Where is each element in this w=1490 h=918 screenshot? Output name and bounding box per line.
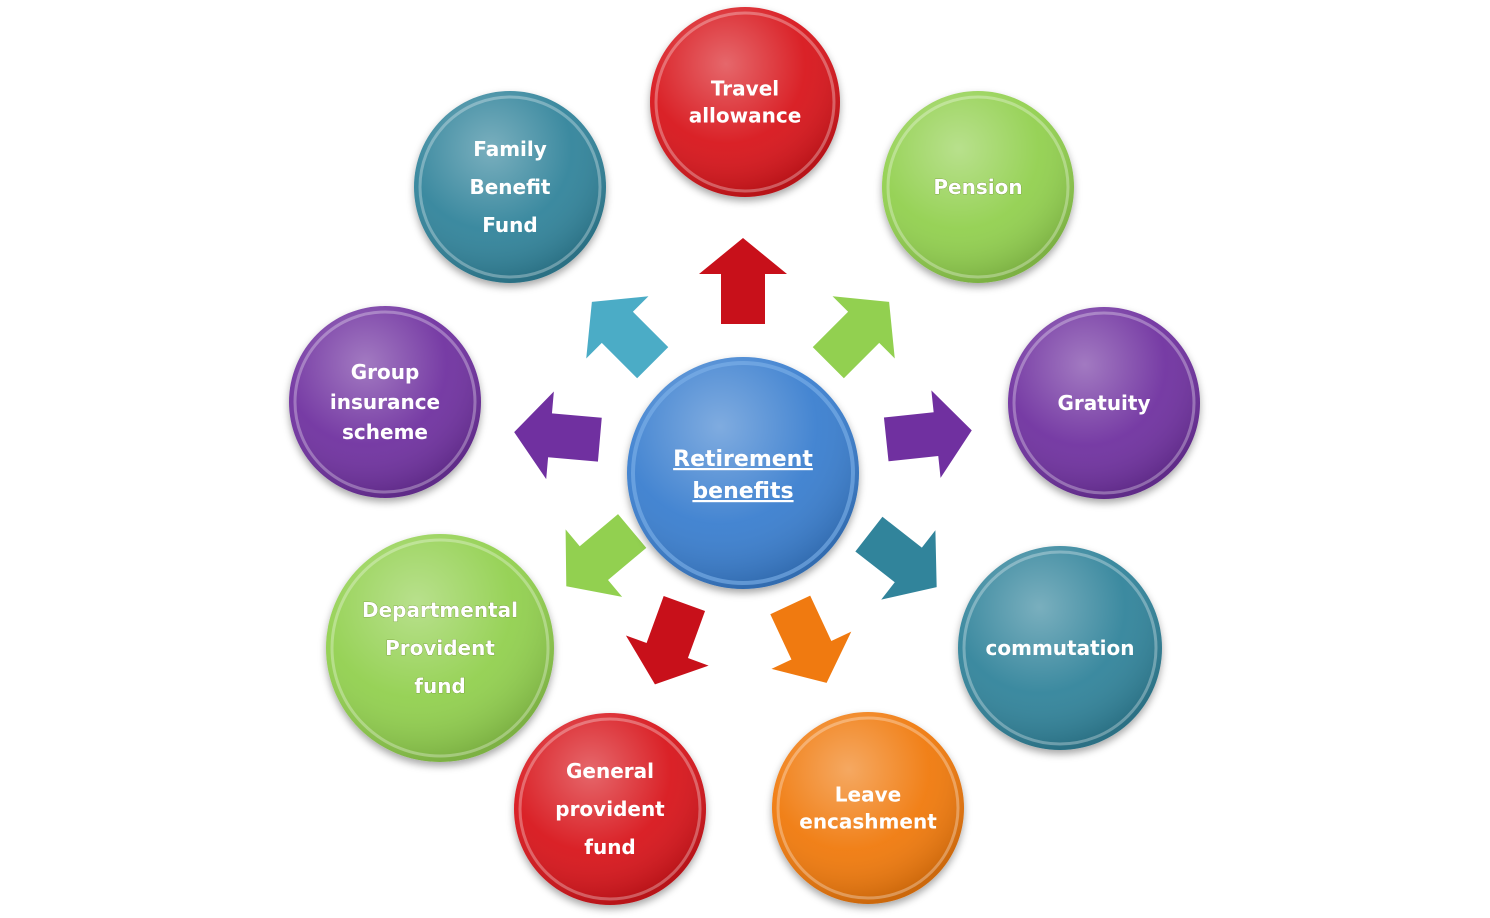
family-benefit-fund-gloss (414, 91, 606, 283)
node-gratuity: Gratuity (1008, 307, 1200, 499)
gratuity-gloss (1008, 307, 1200, 499)
general-provident-fund-gloss (514, 713, 706, 905)
general-provident-fund-rim (518, 717, 702, 901)
departmental-provident-fund-gloss (326, 534, 554, 762)
node-travel-allowance: Travel allowance (650, 7, 840, 197)
pension-gloss (882, 91, 1074, 283)
node-pension: Pension (882, 91, 1074, 283)
arrows-layer (514, 238, 972, 685)
arrow-to-gratuity (883, 390, 972, 478)
node-leave-encashment: Leave encashment (772, 712, 964, 904)
gratuity-rim (1012, 311, 1196, 495)
commutation-label-line-1: commutation (986, 636, 1135, 660)
travel-allowance-gloss (650, 7, 840, 197)
general-provident-fund-label-line-3: fund (584, 835, 636, 859)
arrow-to-general-provident-fund (625, 596, 709, 685)
group-insurance-scheme-rim (293, 310, 477, 494)
arrow-to-pension (812, 296, 895, 379)
departmental-provident-fund-label-line-3: fund (414, 674, 466, 698)
arrow-to-leave-encashment (770, 595, 852, 683)
node-group-insurance-scheme: Group insurance scheme (289, 306, 481, 498)
center-title-line2: benefits (692, 479, 793, 504)
arrow-to-group-insurance-scheme (514, 391, 602, 480)
group-insurance-scheme-label-line-2: insurance (330, 390, 440, 414)
arrow-to-departmental-provident-fund (565, 514, 647, 597)
departmental-provident-fund-label-line-2: Provident (385, 636, 495, 660)
center-rim (631, 361, 855, 585)
family-benefit-fund-label-line-3: Fund (482, 213, 537, 237)
center-node: Retirement benefits (627, 357, 859, 589)
leave-encashment-rim (776, 716, 960, 900)
arrow-to-commutation (855, 516, 937, 600)
arrow-to-family-benefit-fund (586, 296, 669, 379)
family-benefit-fund-rim (418, 95, 602, 279)
travel-allowance-rim (654, 11, 836, 193)
travel-allowance-label-line-2: allowance (689, 104, 802, 128)
node-general-provident-fund: General provident fund (514, 713, 706, 905)
departmental-provident-fund-rim (330, 538, 550, 758)
group-insurance-scheme-label-line-3: scheme (342, 420, 428, 444)
leave-encashment-gloss (772, 712, 964, 904)
family-benefit-fund-label-line-2: Benefit (470, 175, 551, 199)
arrow-to-travel-allowance (699, 238, 787, 324)
general-provident-fund-label-line-2: provident (555, 797, 665, 821)
group-insurance-scheme-label-line-1: Group (351, 360, 420, 384)
center-gloss (627, 357, 859, 589)
leave-encashment-label-line-2: encashment (799, 810, 937, 834)
general-provident-fund-label-line-1: General (566, 759, 654, 783)
departmental-provident-fund-label-line-1: Departmental (362, 598, 518, 622)
node-commutation: commutation (958, 546, 1162, 750)
leave-encashment-label-line-1: Leave (835, 783, 901, 807)
group-insurance-scheme-gloss (289, 306, 481, 498)
gratuity-label-line-1: Gratuity (1057, 391, 1150, 415)
pension-label-line-1: Pension (933, 175, 1022, 199)
family-benefit-fund-label-line-1: Family (473, 137, 547, 161)
center-title-line1: Retirement (673, 447, 813, 472)
commutation-rim (962, 550, 1158, 746)
commutation-gloss (958, 546, 1162, 750)
pension-rim (886, 95, 1070, 279)
travel-allowance-label-line-1: Travel (711, 77, 779, 101)
